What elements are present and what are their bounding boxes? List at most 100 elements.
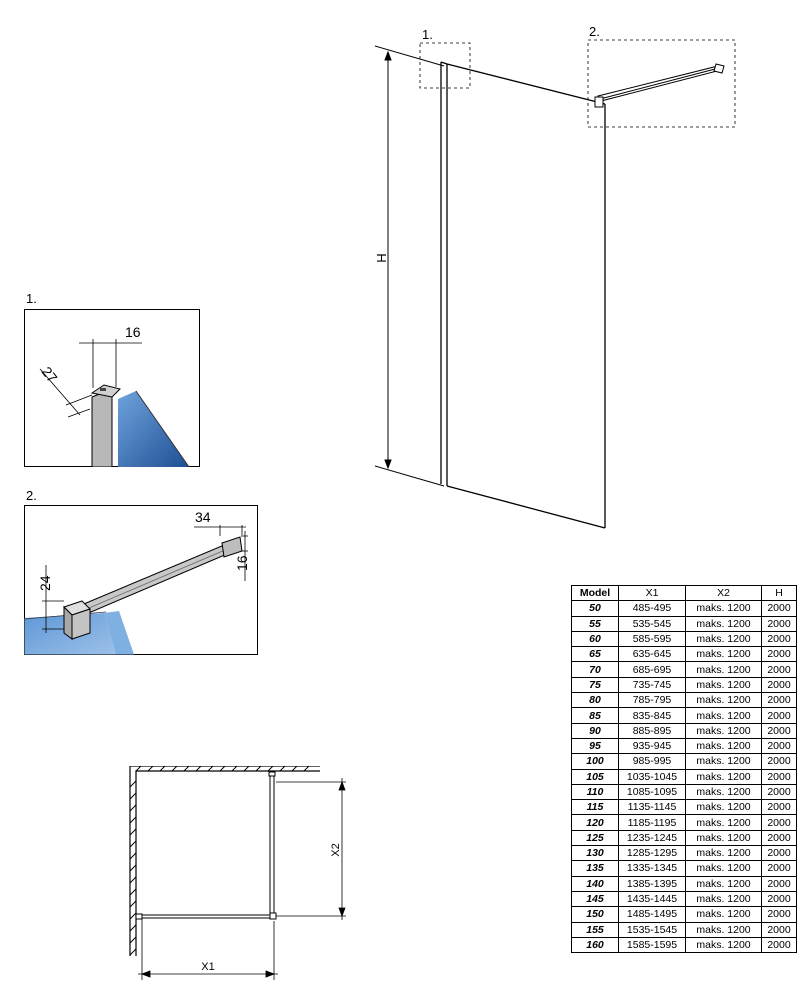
cell-x1: 1035-1045 — [618, 768, 686, 785]
cell-h: 2000 — [761, 906, 797, 923]
cell-model: 160 — [571, 936, 619, 954]
cell-h: 2000 — [761, 799, 797, 816]
cell-x1: 635-645 — [618, 646, 686, 663]
cell-x2: maks. 1200 — [685, 692, 762, 709]
cell-h: 2000 — [761, 921, 797, 938]
cell-h: 2000 — [761, 768, 797, 785]
cell-x2: maks. 1200 — [685, 875, 762, 892]
cell-model: 65 — [571, 646, 619, 663]
cell-x2: maks. 1200 — [685, 722, 762, 739]
cell-model: 105 — [571, 768, 619, 785]
cell-model: 140 — [571, 875, 619, 892]
cell-model: 100 — [571, 753, 619, 770]
cell-model: 55 — [571, 615, 619, 632]
cell-h: 2000 — [761, 615, 797, 632]
cell-model: 110 — [571, 783, 619, 801]
cell-x1: 1185-1195 — [618, 814, 686, 831]
cell-x2: maks. 1200 — [685, 768, 762, 785]
cell-x1: 1585-1595 — [618, 936, 686, 954]
cell-model: 115 — [571, 799, 619, 816]
cell-h: 2000 — [761, 890, 797, 908]
cell-x2: maks. 1200 — [685, 936, 762, 954]
cell-h: 2000 — [761, 753, 797, 770]
table-header-row: Model X1 X2 H — [571, 584, 797, 602]
cell-x2: maks. 1200 — [685, 845, 762, 862]
cell-x2: maks. 1200 — [685, 799, 762, 816]
cell-h: 2000 — [761, 737, 797, 755]
cell-model: 145 — [571, 890, 619, 908]
detail-2-drawing: 34 16 24 — [24, 505, 258, 655]
cell-x2: maks. 1200 — [685, 707, 762, 724]
cell-x1: 485-495 — [618, 600, 686, 617]
cell-x1: 1435-1445 — [618, 890, 686, 908]
cell-h: 2000 — [761, 630, 797, 648]
cell-model: 95 — [571, 737, 619, 755]
cell-x2: maks. 1200 — [685, 860, 762, 877]
cell-x2: maks. 1200 — [685, 783, 762, 801]
cell-model: 70 — [571, 661, 619, 678]
detail-1-drawing: 16 27 — [24, 309, 200, 467]
cell-h: 2000 — [761, 860, 797, 877]
wall-profile — [91, 388, 113, 467]
cell-x1: 885-895 — [618, 722, 686, 739]
detail-2-dim-width: 34 — [195, 509, 211, 525]
plan-view-drawing: X2 X1 — [129, 766, 346, 980]
cell-x2: maks. 1200 — [685, 676, 762, 694]
cell-x2: maks. 1200 — [685, 630, 762, 648]
height-label: H — [374, 253, 389, 262]
detail-1-label: 1. — [26, 291, 37, 306]
col-header-model: Model — [571, 584, 619, 602]
glass-panel — [440, 61, 606, 529]
cell-x1: 1335-1345 — [618, 860, 686, 877]
callout-label-1: 1. — [422, 27, 433, 42]
cell-x1: 1085-1095 — [618, 783, 686, 801]
cell-x2: maks. 1200 — [685, 753, 762, 770]
cell-x1: 685-695 — [618, 661, 686, 678]
cell-h: 2000 — [761, 845, 797, 862]
cell-h: 2000 — [761, 646, 797, 663]
cell-x1: 835-845 — [618, 707, 686, 724]
cell-model: 90 — [571, 722, 619, 739]
cell-model: 130 — [571, 845, 619, 862]
cell-x1: 535-545 — [618, 615, 686, 632]
cell-model: 75 — [571, 676, 619, 694]
wall-outline — [129, 766, 320, 956]
cell-h: 2000 — [761, 600, 797, 617]
cell-x1: 985-995 — [618, 753, 686, 770]
cell-model: 85 — [571, 707, 619, 724]
cell-model: 50 — [571, 600, 619, 617]
cell-x1: 785-795 — [618, 692, 686, 709]
cell-h: 2000 — [761, 692, 797, 709]
cell-x2: maks. 1200 — [685, 814, 762, 831]
cell-x1: 935-945 — [618, 737, 686, 755]
cell-model: 155 — [571, 921, 619, 938]
cell-x2: maks. 1200 — [685, 661, 762, 678]
detail-2-label: 2. — [26, 488, 37, 503]
cell-model: 135 — [571, 860, 619, 877]
col-header-h: H — [761, 584, 797, 602]
detail-2-dim-side: 24 — [37, 575, 53, 591]
cell-x2: maks. 1200 — [685, 646, 762, 663]
cell-x2: maks. 1200 — [685, 737, 762, 755]
cell-x2: maks. 1200 — [685, 906, 762, 923]
detail-2-dim-height: 16 — [234, 555, 250, 571]
height-dimension — [374, 45, 445, 487]
cell-x1: 1285-1295 — [618, 845, 686, 862]
support-bar — [594, 63, 725, 108]
cell-x1: 735-745 — [618, 676, 686, 694]
cell-model: 120 — [571, 814, 619, 831]
cell-x1: 585-595 — [618, 630, 686, 648]
